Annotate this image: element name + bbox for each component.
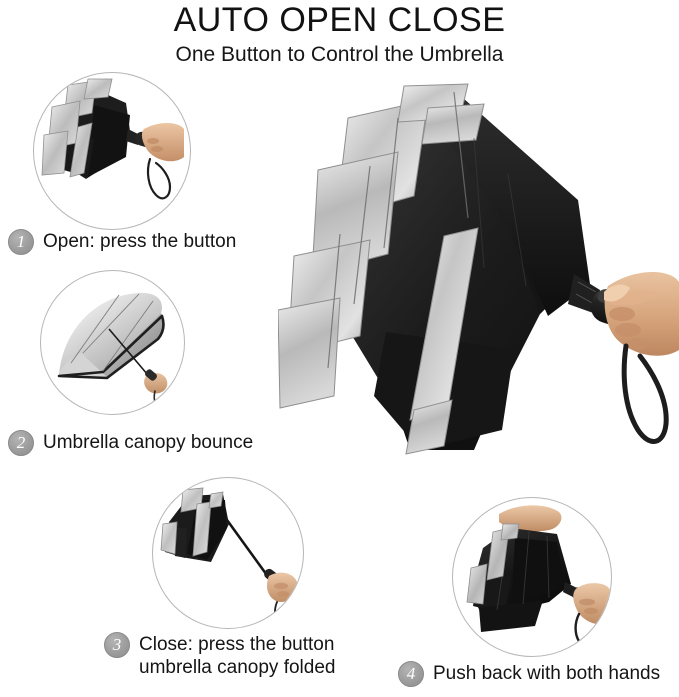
step-1-caption: 1 Open: press the button bbox=[8, 229, 236, 255]
step-4-caption: 4 Push back with both hands bbox=[398, 661, 660, 687]
step-2-number-badge: 2 bbox=[8, 430, 34, 456]
step-3-caption: 3 Close: press the button umbrella canop… bbox=[104, 632, 335, 679]
step-4-label: Push back with both hands bbox=[433, 663, 661, 684]
step-3-label-line1: Close: press the button bbox=[139, 634, 335, 655]
step-3-number-badge: 3 bbox=[104, 632, 130, 658]
step-4-photo bbox=[452, 497, 612, 657]
page-subtitle: One Button to Control the Umbrella bbox=[175, 43, 504, 66]
step-1-number-badge: 1 bbox=[8, 229, 34, 255]
step-4-number-badge: 4 bbox=[398, 661, 424, 687]
step-3-label-line2: umbrella canopy folded bbox=[139, 657, 336, 678]
step-3-photo bbox=[152, 477, 304, 629]
step-2-caption: 2 Umbrella canopy bounce bbox=[8, 430, 253, 456]
hero-product-image bbox=[278, 78, 679, 478]
step-3-label-group: Close: press the button umbrella canopy … bbox=[139, 632, 335, 679]
page-title: AUTO OPEN CLOSE bbox=[173, 1, 506, 39]
step-1-label: Open: press the button bbox=[43, 231, 237, 252]
step-2-photo bbox=[40, 270, 185, 415]
step-1-photo bbox=[33, 72, 191, 230]
header: AUTO OPEN CLOSE One Button to Control th… bbox=[0, 0, 679, 67]
step-2-label: Umbrella canopy bounce bbox=[43, 432, 254, 453]
